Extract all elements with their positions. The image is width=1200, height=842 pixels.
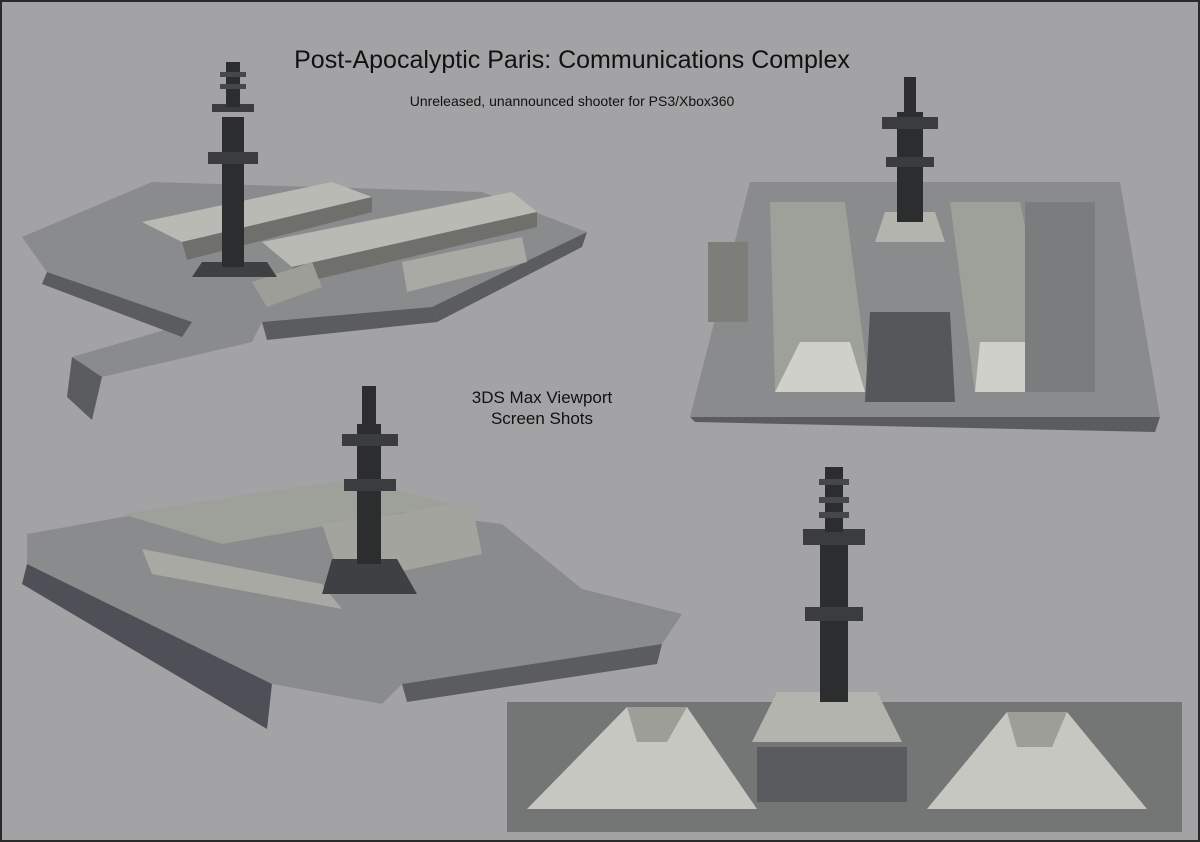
complex-render-aerial-1 bbox=[22, 62, 587, 420]
complex-render-aerial-2 bbox=[690, 77, 1160, 432]
render-view-top-left bbox=[12, 22, 612, 422]
complex-render-ground-level bbox=[507, 467, 1182, 832]
render-view-bottom-left bbox=[22, 384, 692, 734]
render-view-top-right bbox=[690, 72, 1160, 442]
caption-line-2: Screen Shots bbox=[490, 409, 594, 428]
page-title: Post-Apocalyptic Paris: Communications C… bbox=[294, 46, 850, 74]
complex-render-aerial-3 bbox=[22, 386, 682, 729]
render-view-bottom-right bbox=[507, 457, 1182, 833]
page-subtitle: Unreleased, unannounced shooter for PS3/… bbox=[409, 93, 735, 109]
caption-line-1: 3DS Max Viewport bbox=[471, 388, 613, 407]
